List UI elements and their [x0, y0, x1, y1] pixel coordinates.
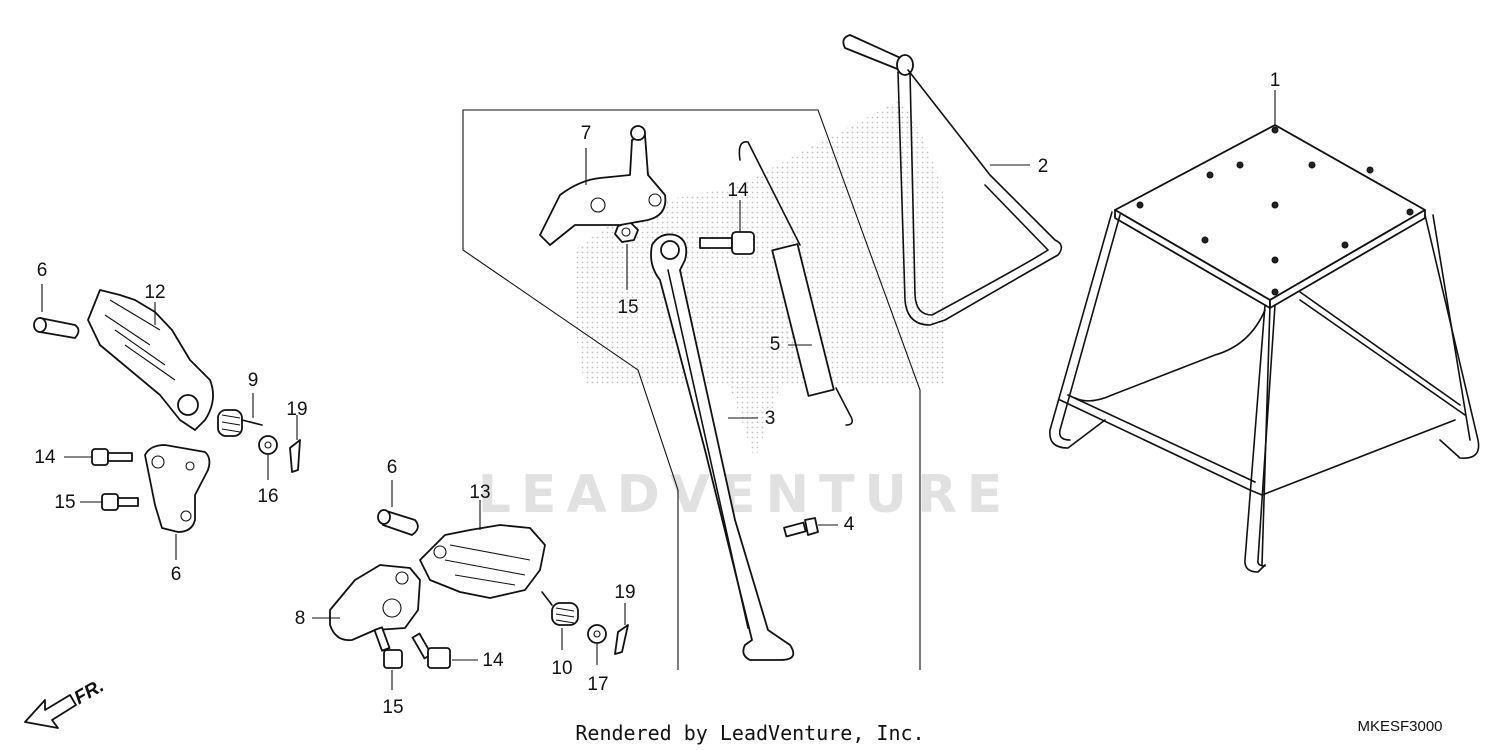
callout-14b: 14 — [482, 650, 504, 671]
bolt-14-left[interactable] — [91, 448, 133, 466]
footpeg-spring-right[interactable] — [541, 591, 579, 626]
callout-19a: 19 — [286, 399, 307, 420]
footer-credit: Rendered by LeadVenture, Inc. — [575, 721, 924, 745]
side-stand-bolt[interactable] — [783, 517, 819, 538]
watermark-text: LEADVENTURE — [478, 465, 1013, 525]
footpeg-bracket-left[interactable] — [144, 444, 211, 533]
callout-11: 10 — [551, 658, 572, 679]
callout-8: 7 — [581, 123, 592, 144]
callout-15b: 15 — [382, 697, 403, 718]
cotter-pin-left[interactable] — [289, 439, 301, 473]
pivot-bolt[interactable] — [699, 231, 755, 255]
watermark-logo — [573, 100, 945, 460]
washer-right[interactable] — [587, 624, 607, 644]
side-stand-bracket[interactable] — [539, 125, 667, 246]
callout-2: 2 — [1038, 156, 1049, 177]
group-boundary — [462, 109, 921, 670]
footpeg-pin-right[interactable] — [377, 509, 419, 536]
callout-1: 1 — [1270, 70, 1281, 91]
callout-18a: 16 — [257, 486, 278, 507]
callout-6a: 6 — [37, 260, 48, 281]
stand-lift[interactable] — [842, 34, 1063, 326]
washer-left[interactable] — [258, 435, 278, 455]
callout-4: 4 — [844, 514, 855, 535]
footpeg-pin-left[interactable] — [33, 317, 80, 339]
cotter-pin-right[interactable] — [614, 624, 629, 655]
callout-10: 9 — [248, 370, 259, 391]
callout-13: 13 — [469, 482, 490, 503]
callout-9: 8 — [295, 608, 306, 629]
bolt-15-left[interactable] — [101, 493, 139, 511]
bolt-14-right[interactable] — [411, 632, 451, 669]
callout-12: 12 — [144, 282, 165, 303]
work-stand[interactable] — [1049, 124, 1480, 573]
front-direction-arrow: FR. — [24, 675, 108, 729]
callout-7: 6 — [171, 564, 182, 585]
callout-15a: 15 — [54, 492, 75, 513]
diagram-code: MKESF3000 — [1357, 718, 1442, 735]
footpeg-left[interactable] — [87, 289, 214, 431]
side-stand[interactable] — [650, 233, 795, 661]
callout-5: 5 — [770, 334, 781, 355]
callout-17: 15 — [617, 297, 638, 318]
callout-6b: 6 — [387, 457, 398, 478]
callout-18b: 17 — [587, 674, 608, 695]
side-stand-spring[interactable] — [738, 141, 854, 426]
footpeg-spring-left[interactable] — [217, 409, 263, 437]
callout-16: 14 — [727, 180, 749, 201]
footpeg-right[interactable] — [419, 524, 546, 599]
callout-14a: 14 — [34, 447, 56, 468]
bolt-15-right[interactable] — [373, 626, 403, 669]
callout-3: 3 — [765, 408, 776, 429]
footpeg-bracket-right[interactable] — [329, 564, 421, 642]
callout-19b: 19 — [614, 582, 635, 603]
